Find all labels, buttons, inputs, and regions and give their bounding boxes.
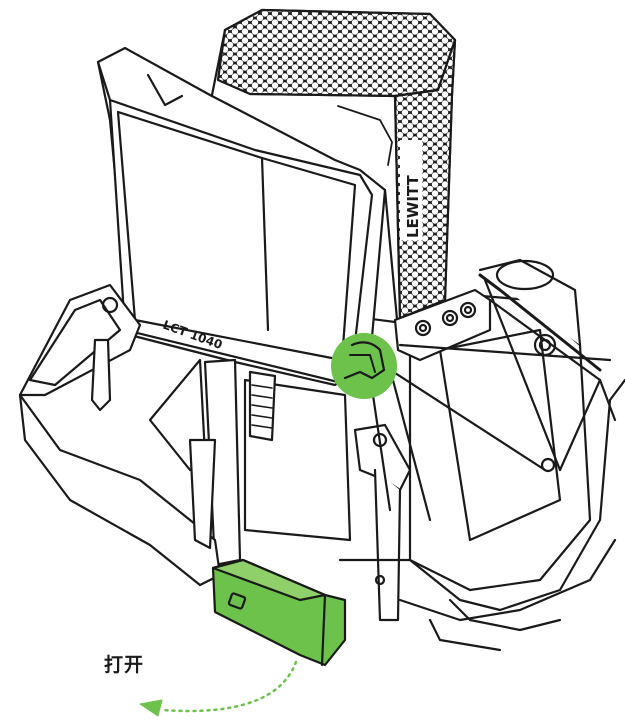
microphone-body [203,258,592,592]
thread-adapter [211,558,347,667]
pop-filter [96,46,400,387]
brand-mark: LEWITT [404,174,422,238]
open-instruction-label: 打开 [104,654,145,676]
brand-label: LEWITT [400,140,422,240]
arrow-head-icon [139,699,163,717]
shock-mount-frame [18,273,625,652]
open-direction-arrow [139,660,298,717]
